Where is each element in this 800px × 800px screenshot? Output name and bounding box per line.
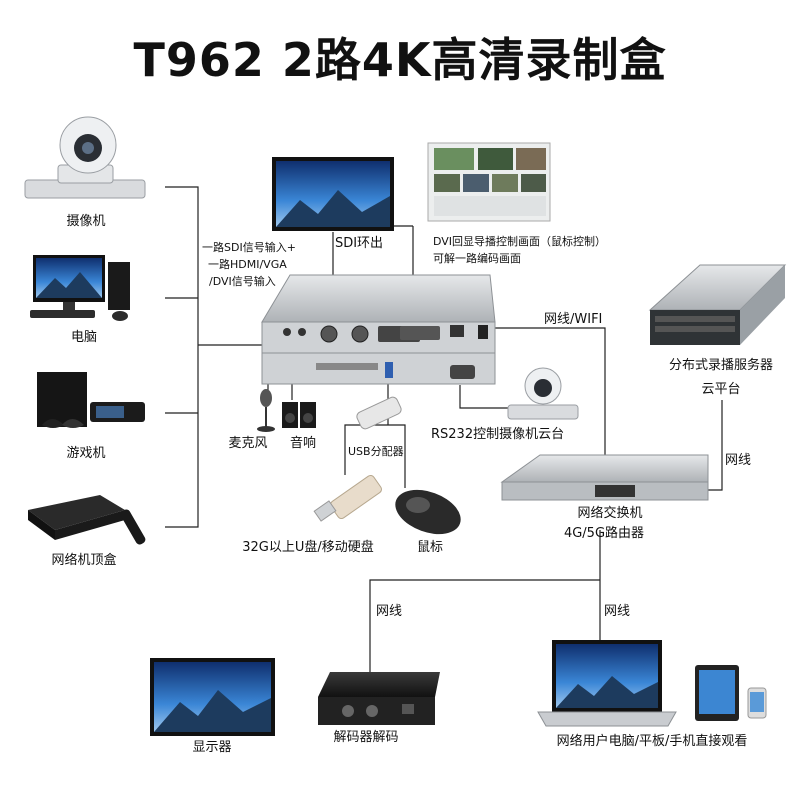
settop-box-label: 网络机顶盒 <box>51 553 116 569</box>
camera-image <box>25 117 145 198</box>
server-label-line1: 分布式录播服务器 <box>669 358 773 374</box>
game-console-label: 游戏机 <box>66 446 105 462</box>
mouse-image <box>389 482 467 543</box>
net-wifi-label: 网线/WIFI <box>544 312 602 328</box>
microphone-image <box>257 389 275 432</box>
sdi-monitor-image <box>272 157 394 231</box>
signal-note-line1: 一路SDI信号输入+ <box>202 241 296 255</box>
game-console-image <box>37 372 145 428</box>
usb-disk-image <box>314 474 383 521</box>
computer-image <box>30 255 130 321</box>
mouse-label: 鼠标 <box>417 540 443 556</box>
viewers-label: 网络用户电脑/平板/手机直接观看 <box>557 734 748 750</box>
cable-left-label: 网线 <box>376 604 402 620</box>
bottom-monitor-image <box>150 658 275 736</box>
speaker-image <box>282 402 316 428</box>
usb-hub-label: USB分配器 <box>348 445 404 459</box>
dvi-display-image <box>428 143 550 221</box>
server-label-line2: 云平台 <box>701 382 740 398</box>
decoder-image <box>318 672 440 725</box>
display-label: 显示器 <box>192 740 231 756</box>
rs232-label: RS232控制摄像机云台 <box>431 427 564 443</box>
tablet-image <box>695 665 739 721</box>
ptz-camera-image <box>508 368 578 419</box>
camera-label: 摄像机 <box>66 214 105 230</box>
cable-right-label: 网线 <box>725 453 751 469</box>
mic-label: 麦克风 <box>228 436 267 452</box>
signal-note-line3: /DVI信号输入 <box>209 275 276 289</box>
switch-label-line1: 网络交换机 <box>577 506 642 522</box>
computer-label: 电脑 <box>71 330 97 346</box>
sdi-out-label: SDI环出 <box>335 236 383 252</box>
input-bracket-line <box>165 187 262 527</box>
speaker-label: 音响 <box>290 436 316 452</box>
server-image <box>650 265 785 345</box>
decoder-label: 解码器解码 <box>333 730 398 746</box>
rs232-line <box>460 385 510 408</box>
settop-box-image <box>28 495 147 546</box>
server-line <box>708 400 722 490</box>
cable-bottom-right-label: 网线 <box>604 604 630 620</box>
network-switch-image <box>502 455 708 500</box>
signal-note-line2: 一路HDMI/VGA <box>208 258 287 272</box>
phone-image <box>748 688 766 718</box>
laptop-image <box>538 640 676 726</box>
switch-label-line2: 4G/5G路由器 <box>564 526 644 542</box>
recorder-box-image <box>262 275 495 384</box>
udisk-label: 32G以上U盘/移动硬盘 <box>242 540 374 556</box>
dvi-label-line2: 可解一路编码画面 <box>433 252 521 266</box>
dvi-label-line1: DVI回显导播控制画面（鼠标控制） <box>433 235 606 249</box>
